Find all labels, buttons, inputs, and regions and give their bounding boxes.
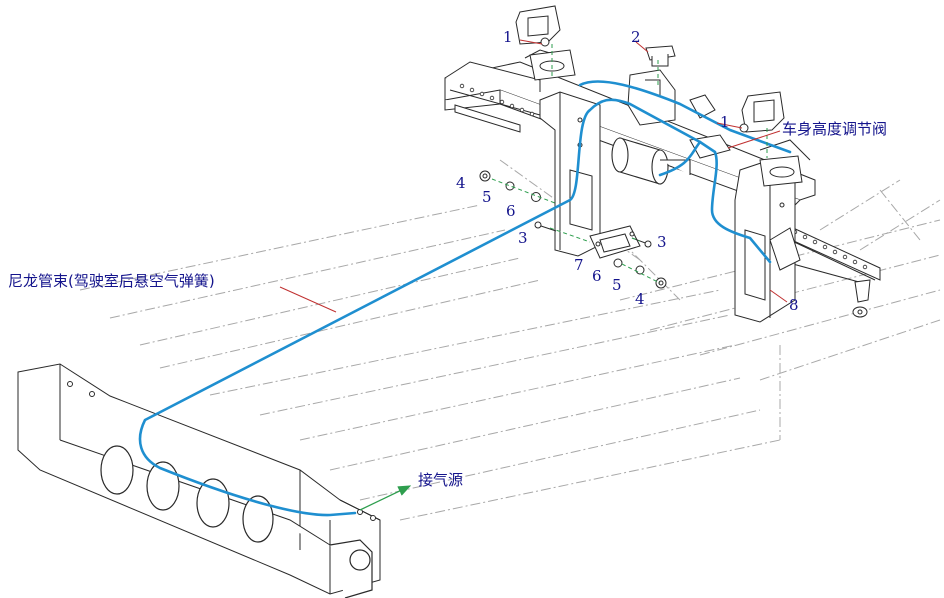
left-vertical-bracket (539, 91, 601, 257)
callout-6-left: 6 (506, 202, 516, 220)
rail-holes (459, 83, 868, 270)
air-line (138, 80, 792, 517)
callout-7: 7 (574, 256, 584, 274)
callout-6-right: 6 (592, 267, 602, 285)
callout-4-left: 4 (456, 174, 466, 192)
callout-3-right: 3 (657, 233, 667, 251)
callout-5-left: 5 (482, 188, 492, 206)
callout-5-right: 5 (612, 276, 622, 294)
callout-4-right: 4 (635, 290, 645, 308)
callout-1-right: 1 (720, 113, 730, 131)
callout-1-left: 1 (503, 28, 513, 46)
right-link (852, 279, 871, 318)
leader-lines (279, 39, 788, 313)
callout-8: 8 (789, 296, 799, 314)
cab-mount-right (741, 91, 803, 187)
callout-2: 2 (631, 28, 641, 46)
rear-crossmember (17, 363, 381, 595)
label-nylon-harness: 尼龙管束(驾驶室后悬空气弹簧) (8, 272, 215, 290)
crossmember-cutouts (100, 445, 373, 598)
guide-lines (491, 44, 768, 284)
air-source-arrow (359, 485, 412, 511)
right-vertical-bracket (734, 159, 801, 323)
label-air-source: 接气源 (418, 471, 464, 489)
label-height-valve: 车身高度调节阀 (782, 120, 888, 138)
callout-3-left: 3 (518, 229, 528, 247)
phantom-chassis (79, 159, 941, 521)
part-7-plate (589, 225, 641, 259)
part-2-bracket (645, 45, 676, 67)
